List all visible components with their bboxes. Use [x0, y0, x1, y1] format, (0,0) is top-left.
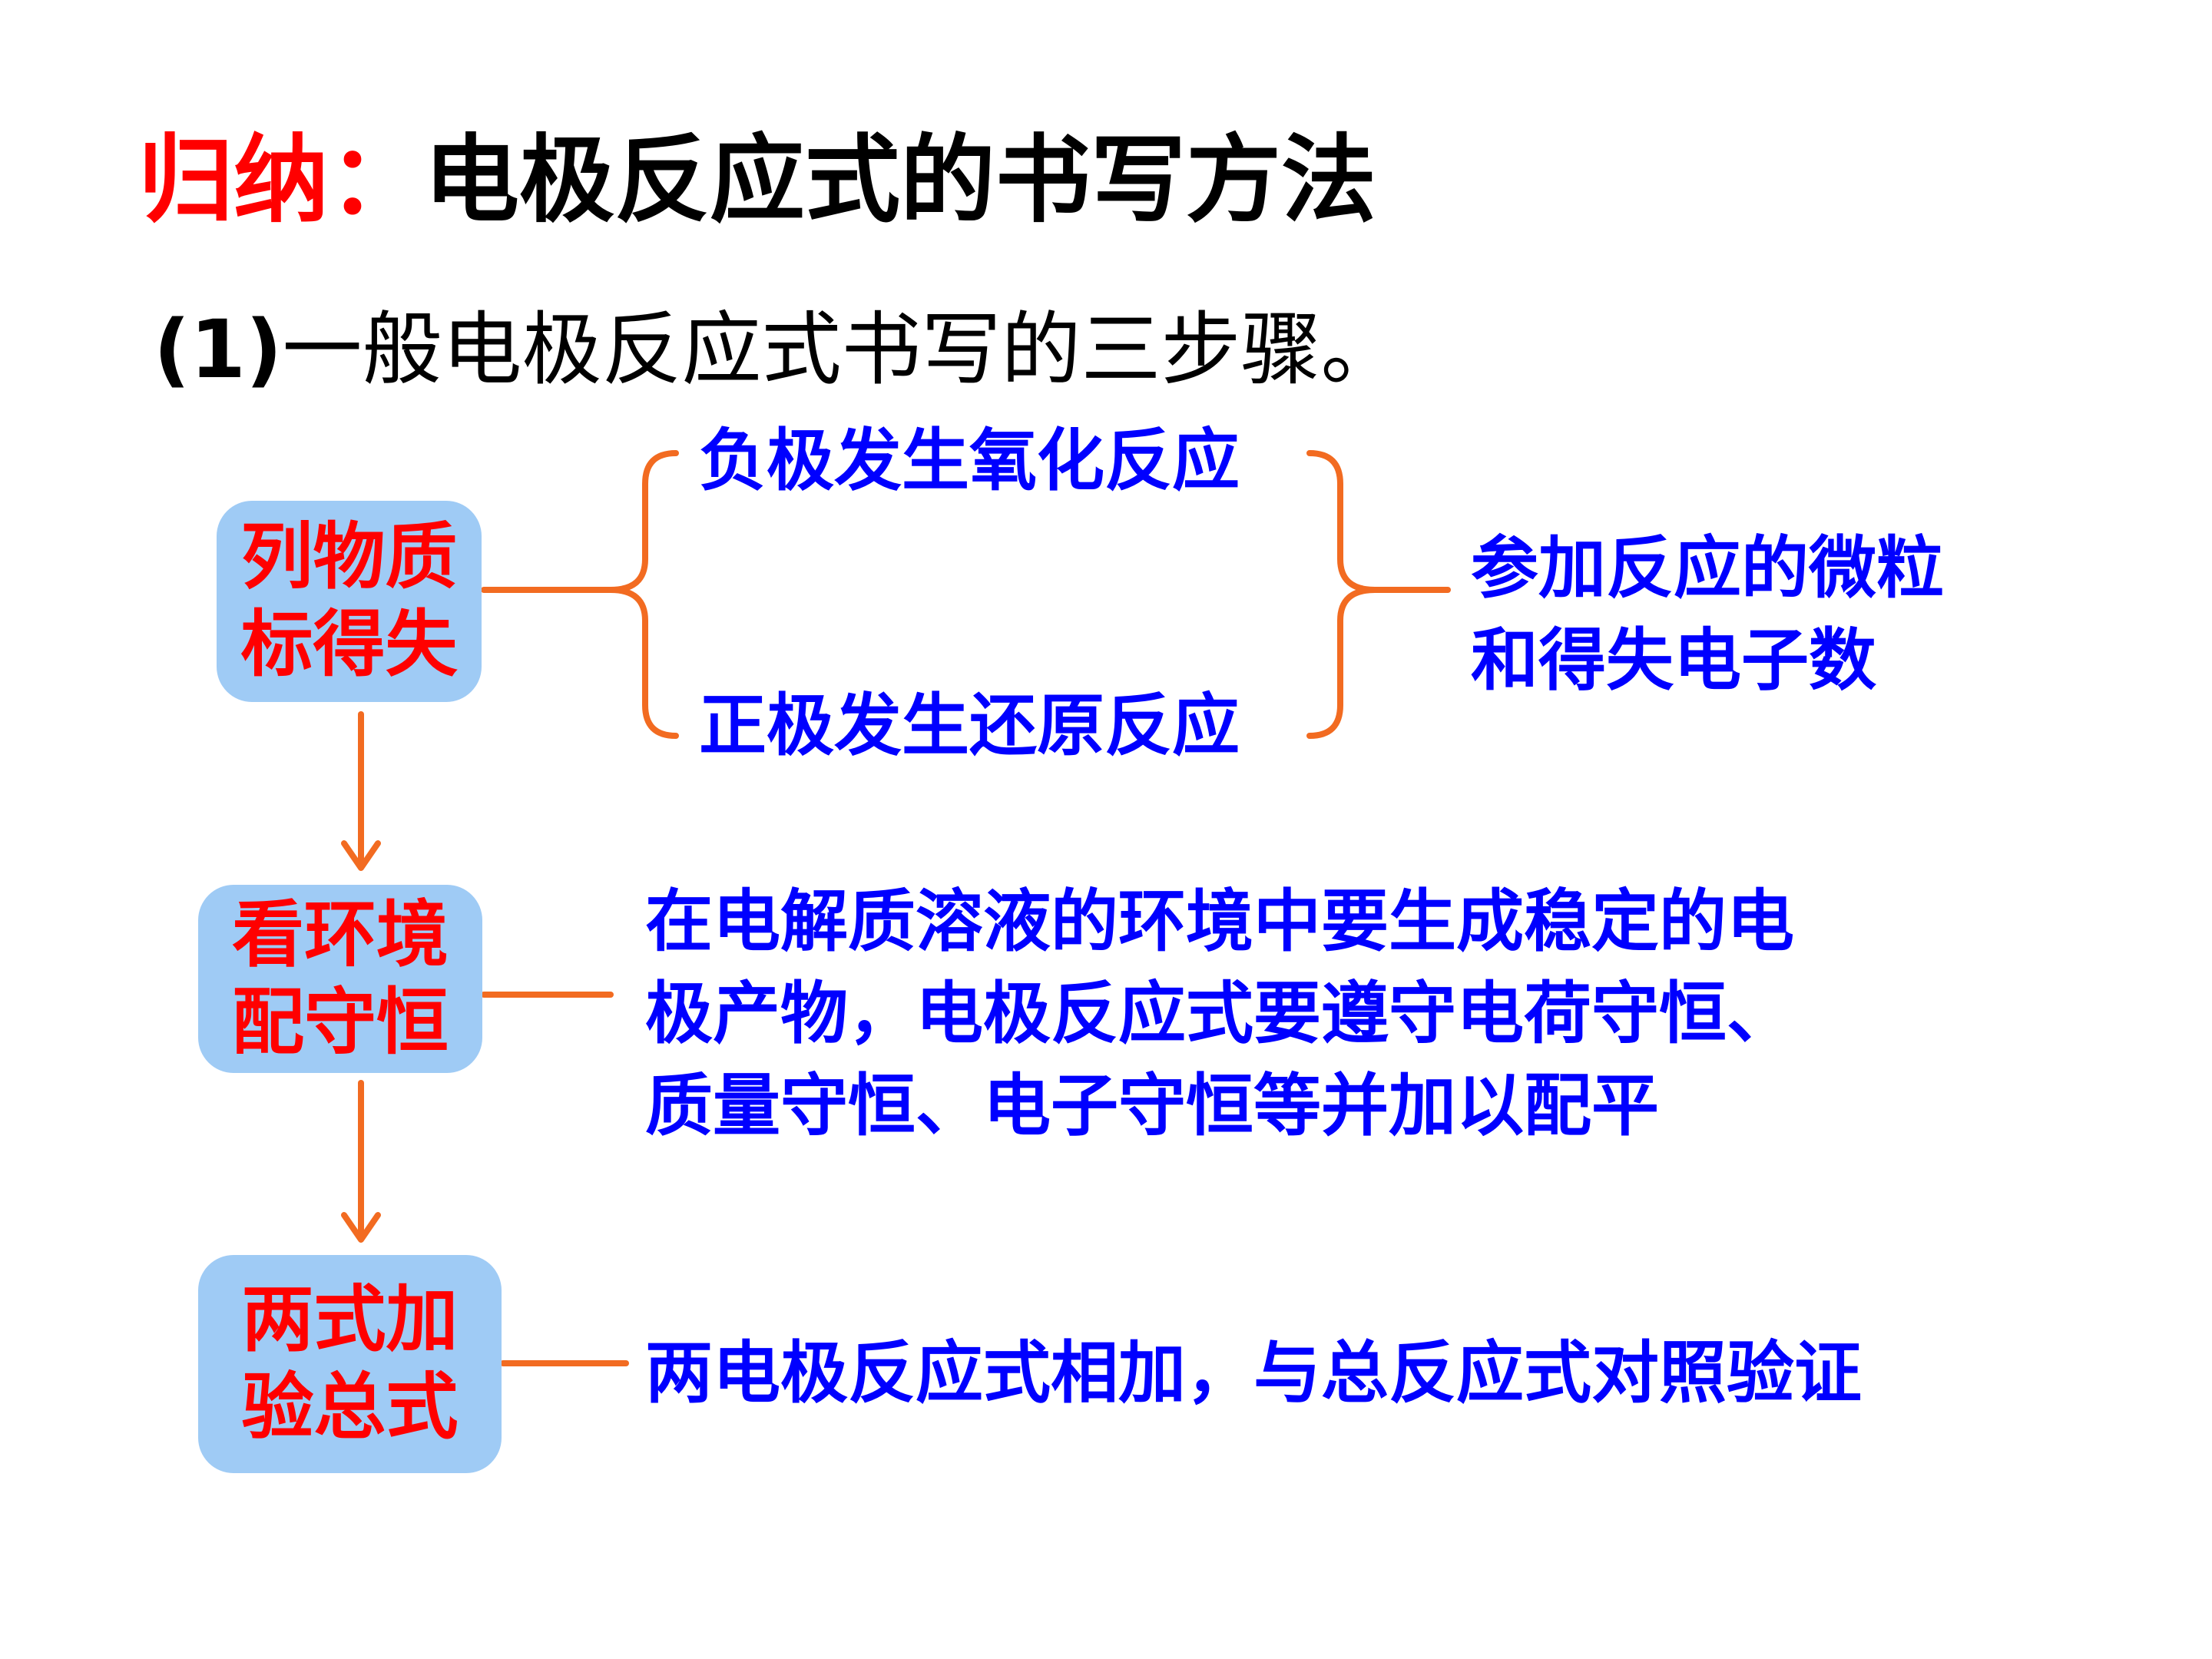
step2-line1: 看环境 [231, 892, 449, 977]
subtitle: (1)一般电极反应式书写的三步骤。 [154, 296, 1400, 403]
arrow-head-1 [341, 840, 381, 871]
step3-line2: 验总式 [241, 1366, 459, 1449]
subtitle-number: (1) [154, 303, 283, 396]
positive-electrode-text: 正极发生还原反应 [699, 686, 1240, 765]
left-brace [608, 450, 679, 739]
step2-line2: 配守恒 [231, 980, 449, 1065]
step2-box: 看环境 配守恒 [198, 885, 482, 1073]
negative-electrode-text: 负极发生氧化反应 [699, 421, 1240, 500]
step2-detail-line2: 极产物，电极反应式要遵守电荷守恒、 [645, 974, 1795, 1053]
step1-box: 列物质 标得失 [217, 501, 482, 702]
result-line2: 和得失电子数 [1471, 621, 1877, 700]
title-main: 电极反应式的书写方法 [424, 125, 1377, 236]
subtitle-text: 一般电极反应式书写的三步骤。 [282, 303, 1401, 396]
right-brace [1306, 450, 1378, 739]
result-line1: 参加反应的微粒 [1471, 528, 1945, 608]
step1-line1: 列物质 [240, 515, 458, 599]
title-prefix: 归纳： [138, 125, 425, 236]
step2-detail-line1: 在电解质溶液的环境中要生成稳定的电 [645, 882, 1795, 961]
step3-box: 两式加 验总式 [198, 1255, 502, 1473]
arrow-head-2 [341, 1212, 381, 1243]
step1-line2: 标得失 [240, 603, 458, 687]
step3-detail-text: 两电极反应式相加，与总反应式对照验证 [645, 1333, 1863, 1412]
step2-detail-line3: 质量守恒、电子守恒等并加以配平 [645, 1066, 1660, 1145]
page-title: 归纳：电极反应式的书写方法 [138, 115, 1376, 246]
step3-line1: 两式加 [241, 1278, 459, 1362]
